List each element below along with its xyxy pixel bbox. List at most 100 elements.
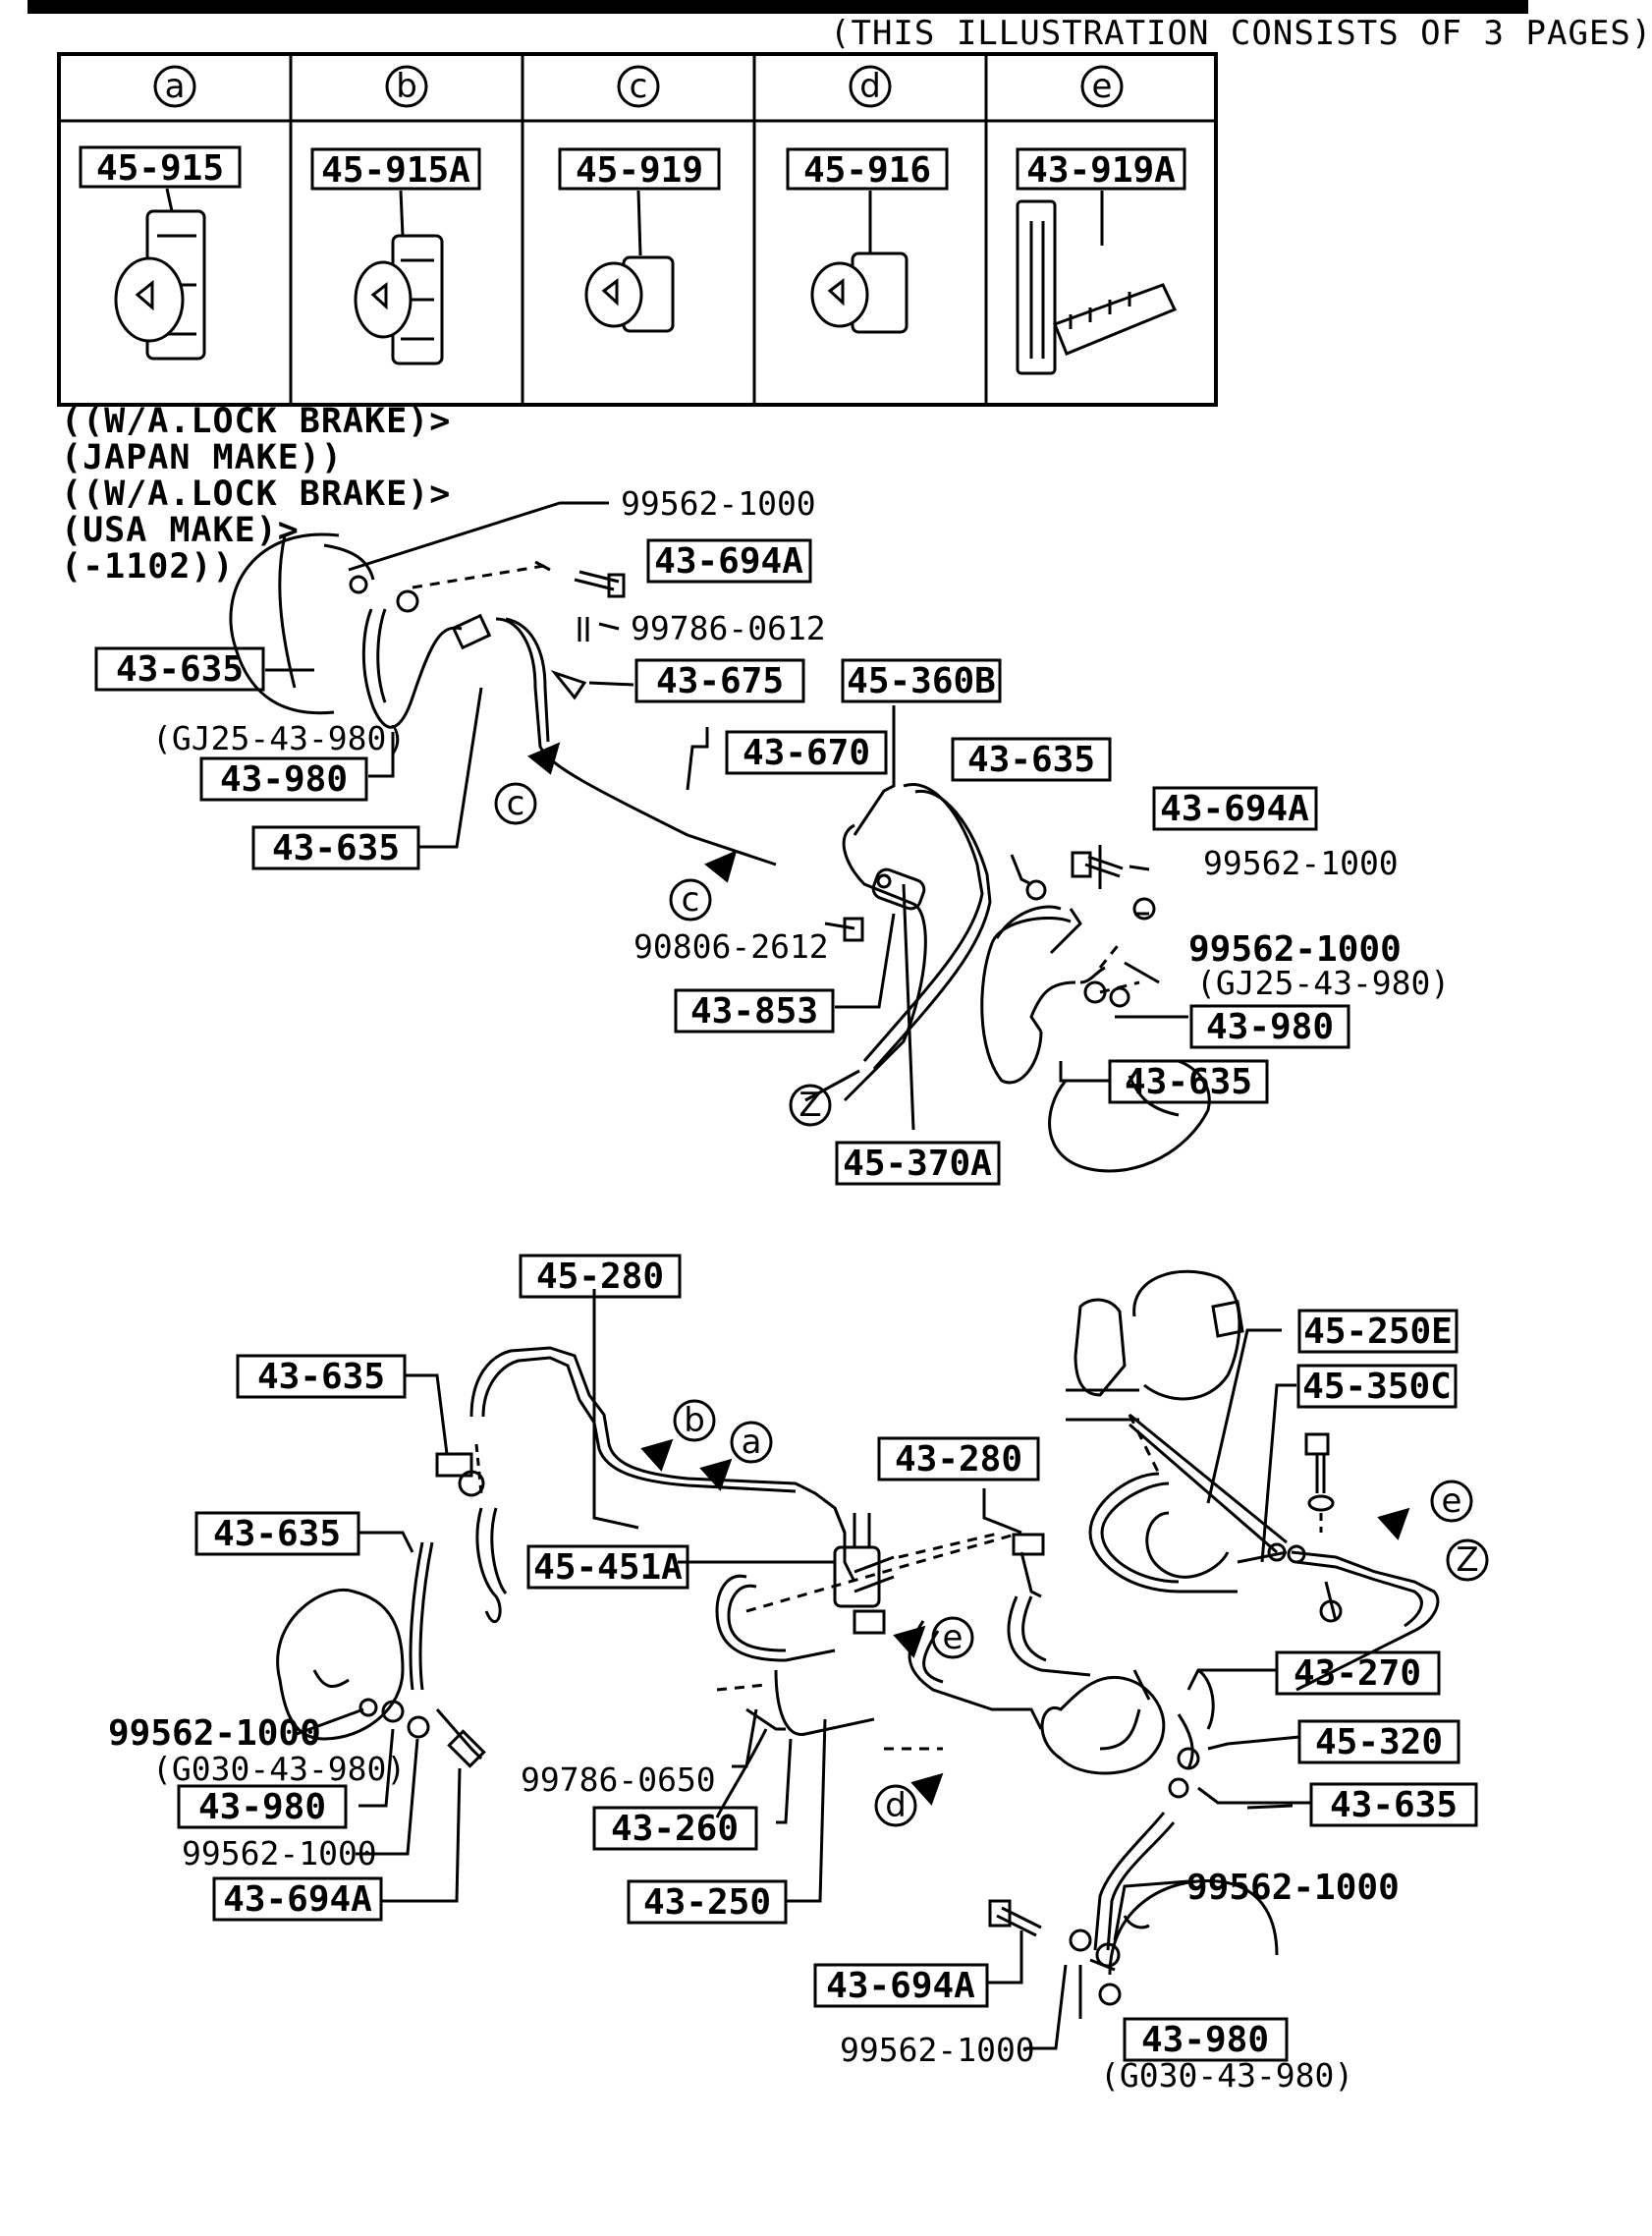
part-99562-1000: 99562-1000 [1186,1868,1400,1908]
arrow-marker [640,1438,674,1472]
marker-d: d [874,1784,917,1827]
condition-line: (USA MAKE)> [61,511,300,550]
part-90806-2612: 90806-2612 [633,927,829,966]
svg-text:43-635: 43-635 [1330,1785,1458,1825]
part-43-270: 43-270 [1275,1650,1441,1696]
part-43-260: 43-260 [592,1806,758,1851]
part-45-280: 45-280 [519,1254,682,1299]
svg-text:43-694A: 43-694A [826,1966,975,2006]
marker-b: b [673,1399,716,1442]
part-43-694A: 43-694A [212,1876,383,1922]
clip-drawing-a [114,188,206,361]
part-45-360B: 45-360B [841,658,1002,703]
marker-z: Z [789,1084,832,1127]
part-99562-1000: 99562-1000 [840,2031,1035,2069]
svg-text:43-635: 43-635 [272,828,400,868]
ref-g030-43-980: (G030-43-980) [1100,2056,1353,2095]
part-99562-1000: 99562-1000 [621,484,816,523]
svg-text:c: c [682,880,700,920]
ref-g030-43-980: (G030-43-980) [152,1750,406,1788]
upper-diagram [229,501,1211,1173]
svg-text:43-635: 43-635 [257,1357,385,1397]
svg-text:43-635: 43-635 [116,649,244,690]
part-43-635: 43-635 [1309,1782,1478,1827]
part-43-980: 43-980 [199,756,368,802]
part-43-635: 43-635 [251,825,420,870]
svg-text:Z: Z [1456,1540,1478,1580]
arrow-marker [893,1625,926,1658]
part-99562-1000: 99562-1000 [182,1834,377,1873]
part-99562-1000: 99562-1000 [1188,929,1402,970]
part-43-694A: 43-694A [1152,786,1318,831]
svg-text:e: e [1442,1481,1462,1521]
ref-gj25-43-980: (GJ25-43-980) [1196,964,1450,1002]
svg-text:43-260: 43-260 [611,1809,739,1849]
svg-text:45-915A: 45-915A [321,150,470,191]
clip-part-box: 45-919 [558,147,721,191]
svg-text:43-675: 43-675 [656,661,784,701]
clip-drawing-e [1016,191,1178,375]
part-43-635: 43-635 [236,1354,407,1399]
part-43-635: 43-635 [194,1511,360,1556]
svg-text:a: a [165,67,186,106]
svg-text:b: b [396,67,417,106]
condition-line: (-1102)) [61,547,235,587]
svg-text:b: b [684,1401,705,1440]
part-43-635: 43-635 [94,646,265,692]
svg-text:43-694A: 43-694A [223,1879,372,1920]
part-45-320: 45-320 [1297,1719,1460,1764]
conditions-block: ((W/A.LOCK BRAKE)> (JAPAN MAKE)) ((W/A.L… [61,402,451,587]
clip-drawing-c [584,190,675,333]
svg-text:43-694A: 43-694A [654,541,803,582]
svg-text:c: c [507,784,525,823]
part-43-635: 43-635 [1108,1059,1269,1104]
part-99562-1000: 99562-1000 [108,1713,321,1754]
svg-text:43-250: 43-250 [643,1882,771,1923]
part-45-370A: 45-370A [835,1141,1001,1186]
svg-text:43-635: 43-635 [1125,1062,1252,1102]
arrow-marker [704,850,738,883]
part-43-280: 43-280 [877,1436,1040,1481]
marker-e: e [1430,1480,1473,1523]
ref-gj25-43-980: (GJ25-43-980) [152,719,406,757]
svg-text:43-980: 43-980 [198,1787,326,1827]
clip-letter-e: e [1080,65,1124,108]
left-front-brake-drawing [229,532,340,715]
svg-text:45-919: 45-919 [576,150,703,191]
lower-diagram [276,1269,1440,2050]
clip-letter-c: c [617,65,660,108]
part-43-670: 43-670 [725,730,888,775]
part-43-853: 43-853 [674,988,835,1034]
part-43-635: 43-635 [951,737,1112,782]
svg-text:e: e [943,1618,964,1657]
part-43-675: 43-675 [634,658,805,703]
marker-e: e [931,1616,974,1659]
clip-part-box: 45-916 [786,147,949,191]
condition-line: ((W/A.LOCK BRAKE)> [61,402,451,441]
svg-text:d: d [859,67,881,106]
top-rule [28,0,1528,14]
part-43-980: 43-980 [177,1784,348,1829]
part-45-250E: 45-250E [1297,1309,1459,1354]
part-43-250: 43-250 [627,1879,788,1925]
svg-text:d: d [885,1786,907,1825]
condition-line: ((W/A.LOCK BRAKE)> [61,475,451,514]
part-43-694A: 43-694A [646,538,812,584]
svg-text:43-694A: 43-694A [1160,789,1309,829]
part-43-694A: 43-694A [813,1963,989,2008]
clip-letter-a: a [153,65,196,108]
clip-part-box: 43-919A [1016,147,1186,191]
svg-text:45-320: 45-320 [1315,1722,1443,1762]
clip-part-box: 45-915A [310,147,481,191]
marker-c: c [494,782,537,825]
marker-z: Z [1446,1538,1489,1582]
svg-text:43-853: 43-853 [690,991,818,1032]
clip-drawing-d [810,191,909,334]
marker-a: a [730,1421,773,1464]
svg-text:c: c [630,67,648,106]
svg-text:43-635: 43-635 [213,1514,341,1554]
marker-c: c [669,878,712,922]
svg-text:45-350C: 45-350C [1302,1367,1452,1407]
svg-text:45-916: 45-916 [803,150,931,191]
clip-part-box: 45-915 [79,145,242,189]
